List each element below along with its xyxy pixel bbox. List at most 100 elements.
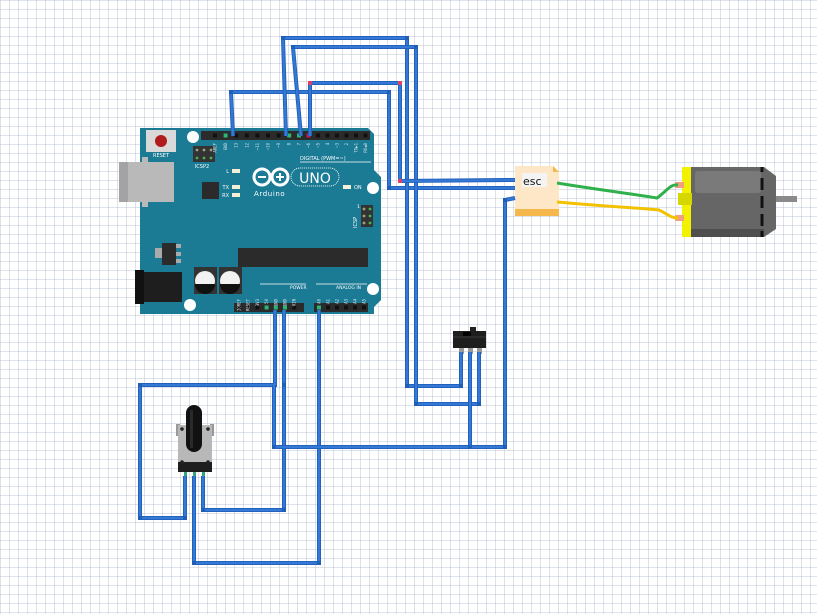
wire-bendpoint[interactable]: [503, 445, 507, 449]
wire-bendpoint[interactable]: [503, 198, 507, 202]
capacitor: [219, 267, 242, 294]
wire-bendpoint[interactable]: [229, 90, 233, 94]
header-pin[interactable]: [246, 305, 251, 310]
header-pin[interactable]: [325, 133, 330, 138]
header-pin[interactable]: [317, 305, 321, 310]
pot-screw: [180, 427, 184, 431]
wire-bendpoint[interactable]: [405, 384, 409, 388]
potentiometer[interactable]: [176, 405, 214, 478]
led-l: [232, 169, 240, 173]
wire-bendpoint[interactable]: [468, 445, 472, 449]
header-pin[interactable]: [237, 305, 241, 310]
wire-bendpoint[interactable]: [414, 402, 418, 406]
header-pin[interactable]: [362, 305, 366, 310]
mount-hole: [187, 131, 199, 143]
esc-stripe: [515, 209, 559, 216]
header-pin[interactable]: [292, 305, 297, 310]
wire-bendpoint[interactable]: [282, 508, 286, 512]
esc-module[interactable]: esc: [515, 166, 559, 216]
pin-label: ~5: [316, 142, 321, 147]
regulator-tab: [155, 248, 162, 258]
pot-knob[interactable]: [186, 405, 202, 452]
header-pin[interactable]: [276, 133, 281, 138]
header-pin[interactable]: [244, 133, 249, 138]
header-pin[interactable]: [283, 305, 287, 310]
header-pin[interactable]: [363, 133, 368, 138]
wire[interactable]: [192, 476, 319, 565]
motor-endcap-hub: [678, 193, 692, 205]
header-pin[interactable]: [255, 133, 260, 138]
header-pin[interactable]: [326, 305, 330, 310]
reset-button-cap[interactable]: [155, 135, 167, 147]
wire-bendpoint[interactable]: [459, 384, 463, 388]
switch-slider[interactable]: [470, 327, 476, 333]
wire-bendpoint[interactable]: [138, 383, 142, 387]
switch-pin: [477, 348, 482, 354]
wire-motor-green[interactable]: [556, 181, 679, 200]
header-pin[interactable]: [353, 305, 357, 310]
wire-bendpoint[interactable]: [477, 402, 481, 406]
wire-motor-yellow[interactable]: [556, 200, 679, 220]
motor-highlight: [695, 171, 761, 193]
wire-bendpoint[interactable]: [183, 516, 187, 520]
wire-bendpoint[interactable]: [414, 45, 418, 49]
wire[interactable]: [138, 310, 277, 520]
header-pin[interactable]: [234, 133, 239, 138]
icsp2-label: ICSP2: [195, 164, 209, 170]
pot-screw: [180, 460, 184, 464]
pot-screw: [206, 427, 210, 431]
usb-connector: [119, 162, 174, 202]
header-pin[interactable]: [316, 133, 320, 138]
wire-bendpoint[interactable]: [272, 445, 276, 449]
header-pin[interactable]: [344, 305, 348, 310]
header-pin[interactable]: [266, 133, 270, 138]
pin-label: ~9: [276, 142, 281, 147]
header-pin[interactable]: [335, 133, 339, 138]
power-jack-edge: [135, 270, 144, 304]
wire-bendpoint[interactable]: [192, 561, 196, 565]
wire[interactable]: [470, 196, 516, 449]
wire-bendpoint[interactable]: [138, 516, 142, 520]
header-pin[interactable]: [213, 133, 217, 138]
dc-motor[interactable]: [675, 167, 797, 237]
header-pin[interactable]: [354, 133, 358, 138]
esc-label-box: [522, 173, 547, 187]
wire-bendpoint[interactable]: [282, 383, 286, 387]
header-pin[interactable]: [335, 305, 339, 310]
wire-bendpoint[interactable]: [387, 186, 391, 190]
header-pin[interactable]: [255, 305, 260, 310]
wire-bendpoint[interactable]: [308, 81, 312, 85]
header-pin[interactable]: [223, 133, 228, 138]
wire[interactable]: [291, 45, 481, 406]
header-pin[interactable]: [344, 133, 349, 138]
wire[interactable]: [272, 352, 472, 449]
pin-label: A2: [335, 298, 340, 303]
usb-chip: [202, 182, 219, 199]
wire-bendpoint[interactable]: [405, 36, 409, 40]
power-pin-holes: [237, 305, 297, 310]
wire-bendpoint[interactable]: [201, 508, 205, 512]
wire[interactable]: [201, 310, 286, 512]
header-pin[interactable]: [287, 133, 292, 138]
header-pin[interactable]: [273, 305, 278, 310]
motor-terminal: [675, 182, 684, 188]
pot-pin: [202, 472, 205, 478]
pin-label: ~10: [266, 142, 271, 150]
pin-label: VIN: [292, 298, 297, 306]
wire-bendpoint[interactable]: [291, 45, 295, 49]
wire-bendpoint[interactable]: [398, 81, 402, 85]
wire-bendpoint[interactable]: [317, 561, 321, 565]
slide-switch[interactable]: [453, 327, 486, 354]
analog-header: [314, 303, 368, 312]
header-pin[interactable]: [264, 305, 269, 310]
wire[interactable]: [281, 36, 463, 388]
wire-bendpoint[interactable]: [281, 36, 285, 40]
wire-bendpoint[interactable]: [387, 90, 391, 94]
wire-outline: [201, 310, 286, 512]
switch-slot: [463, 332, 471, 336]
wire-bendpoint[interactable]: [398, 179, 402, 183]
wires: [556, 181, 679, 220]
